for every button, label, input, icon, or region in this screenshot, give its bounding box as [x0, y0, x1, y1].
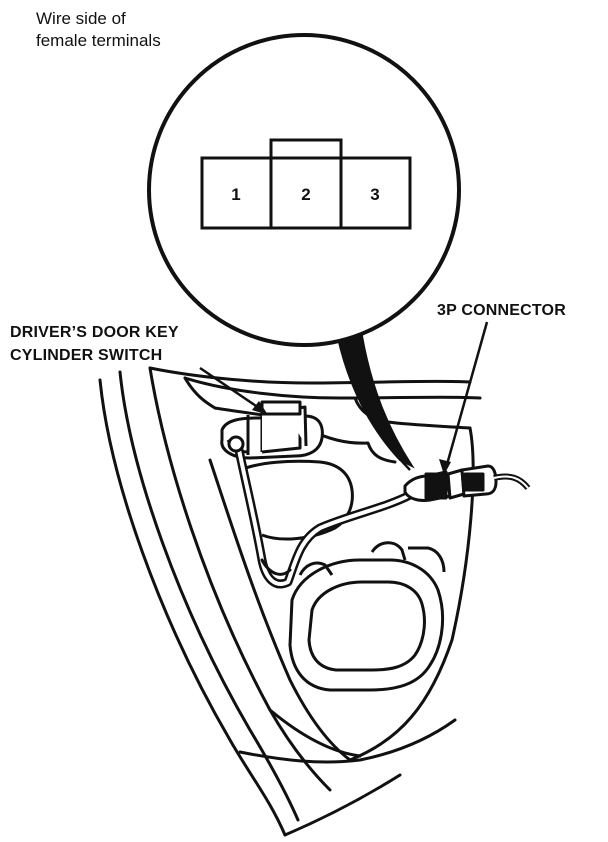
door-access-opening: [288, 541, 446, 692]
connector-face: 1 2 3: [200, 138, 412, 230]
callout-label-line1: Wire side of: [36, 9, 126, 28]
magnifier-pointer: [336, 334, 415, 469]
key-cylinder-switch: [220, 400, 324, 460]
connector-locking-tab: [269, 138, 343, 160]
switch-label-line2: CYLINDER SWITCH: [10, 347, 163, 364]
three-pin-connector: [403, 464, 531, 502]
magnifier-pointer-edge: [343, 339, 411, 471]
leader-arrowheads: [252, 401, 451, 475]
connector-leader-arrowhead: [439, 459, 451, 475]
terminal-number: 2: [301, 185, 310, 204]
terminal-number: 1: [231, 185, 240, 204]
switch-leader-arrowhead: [252, 401, 268, 415]
switch-leader-line: [199, 366, 263, 412]
callout-label-line2: female terminals: [36, 31, 161, 50]
connector-label: 3P CONNECTOR: [437, 302, 566, 319]
switch-label-line1: DRIVER’S DOOR KEY: [10, 324, 179, 341]
wire-harness: [227, 435, 435, 589]
connector-leader-line: [444, 321, 489, 469]
terminal-number: 3: [370, 185, 379, 204]
leader-lines: [199, 321, 489, 469]
